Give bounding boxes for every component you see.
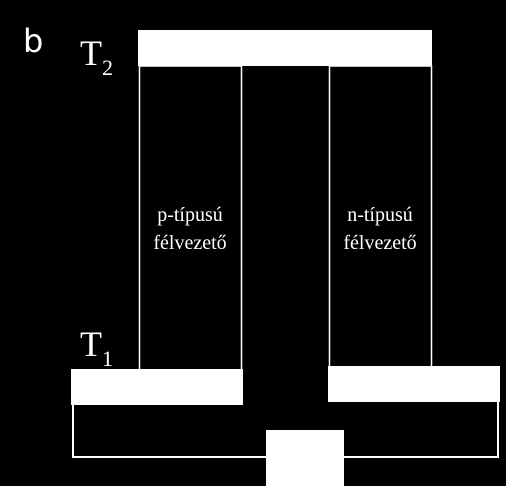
hot-junction-label: T2 <box>80 33 113 80</box>
hot-junction-plate <box>138 30 432 66</box>
hot-junction-subscript: 2 <box>102 55 113 80</box>
n-leg-label-line1: n-típusú <box>347 204 413 226</box>
cold-junction-subscript: 1 <box>102 346 113 371</box>
p-leg-label-line2: félvezető <box>153 232 226 254</box>
n-leg-label-line2: félvezető <box>343 232 416 254</box>
cold-junction-symbol: T <box>80 324 102 364</box>
hot-junction-symbol: T <box>80 33 102 73</box>
cold-junction-plate-left <box>71 369 243 405</box>
p-leg-label-line1: p-típusú <box>157 204 223 226</box>
panel-label: b <box>23 22 43 60</box>
load-block <box>266 430 344 486</box>
cold-junction-label: T1 <box>80 324 113 371</box>
cold-junction-plate-right <box>328 366 500 402</box>
